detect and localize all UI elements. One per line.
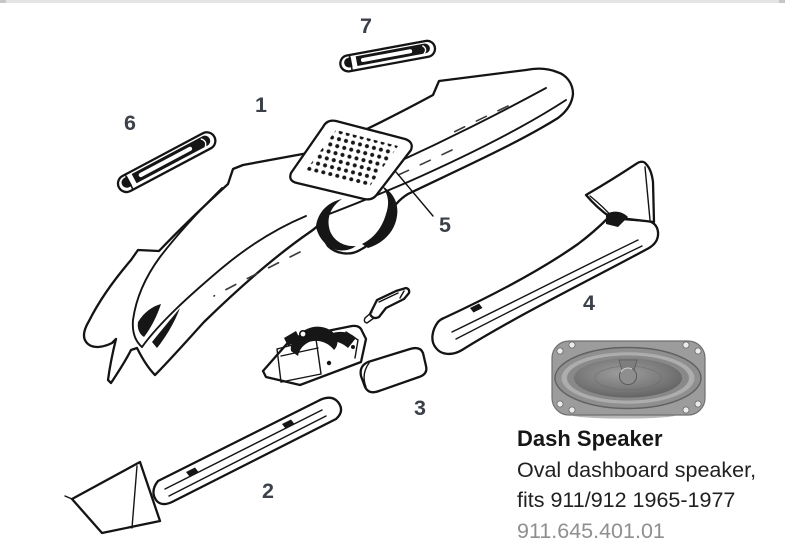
defroster-vent-part-6-drawing	[115, 129, 218, 195]
product-title: Dash Speaker	[517, 424, 785, 455]
product-description-line2: fits 911/912 1965-1977	[517, 485, 785, 516]
product-part-number: 911.645.401.01	[517, 516, 785, 546]
product-info: Dash Speaker Oval dashboard speaker, fit…	[517, 424, 785, 546]
defroster-vent-part-7-drawing	[339, 40, 436, 73]
part-label-4: 4	[583, 291, 595, 315]
pad-section-part-3-drawing	[361, 348, 427, 392]
lower-trim-left-part-2-drawing	[65, 398, 341, 533]
ashtray-assembly-drawing	[263, 326, 366, 385]
lower-trim-right-part-4-drawing	[432, 162, 658, 354]
product-description-line1: Oval dashboard speaker,	[517, 455, 785, 486]
part-label-6: 6	[124, 111, 136, 135]
part-label-7: 7	[360, 14, 372, 38]
part-label-3: 3	[414, 396, 426, 420]
dash-speaker-photo	[552, 341, 705, 419]
part-label-1: 1	[255, 93, 267, 117]
mounting-bracket-drawing	[364, 288, 409, 323]
part-label-2: 2	[262, 479, 274, 503]
part-label-5: 5	[439, 213, 451, 237]
